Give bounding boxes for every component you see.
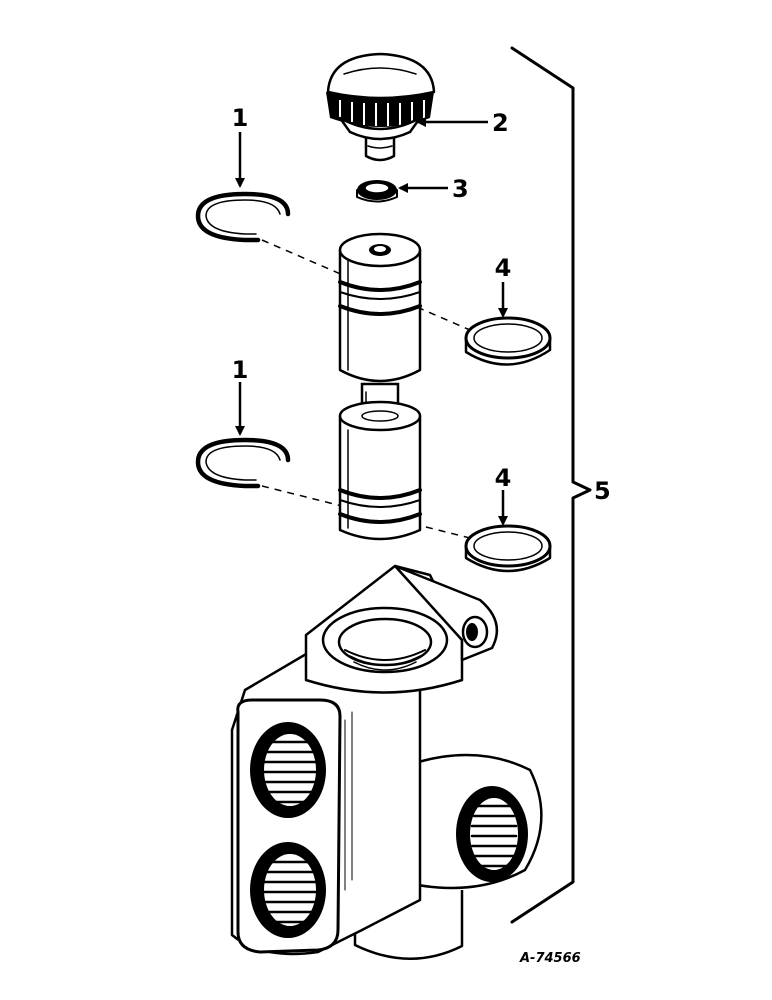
washer bbox=[356, 180, 398, 203]
callout-3: 3 bbox=[452, 175, 469, 203]
callout-4-bottom: 4 bbox=[495, 464, 512, 492]
callout-5: 5 bbox=[594, 477, 611, 505]
alignment-line-top bbox=[261, 239, 471, 331]
knob-cap bbox=[326, 52, 436, 162]
callout-4-top: 4 bbox=[495, 254, 512, 282]
callout-1-top: 1 bbox=[232, 104, 249, 132]
reference-number: A-74566 bbox=[519, 951, 581, 966]
callout-2: 2 bbox=[492, 109, 509, 137]
callout-1-bottom: 1 bbox=[232, 356, 249, 384]
seal-ring-top bbox=[464, 316, 552, 366]
snap-ring-bottom bbox=[195, 437, 291, 489]
seal-ring-bottom bbox=[464, 524, 552, 573]
valve-body bbox=[230, 564, 543, 960]
snap-ring-top bbox=[195, 191, 291, 243]
leader-lines bbox=[235, 117, 508, 526]
valve-spool bbox=[338, 232, 422, 541]
assembly-bracket bbox=[510, 46, 592, 924]
